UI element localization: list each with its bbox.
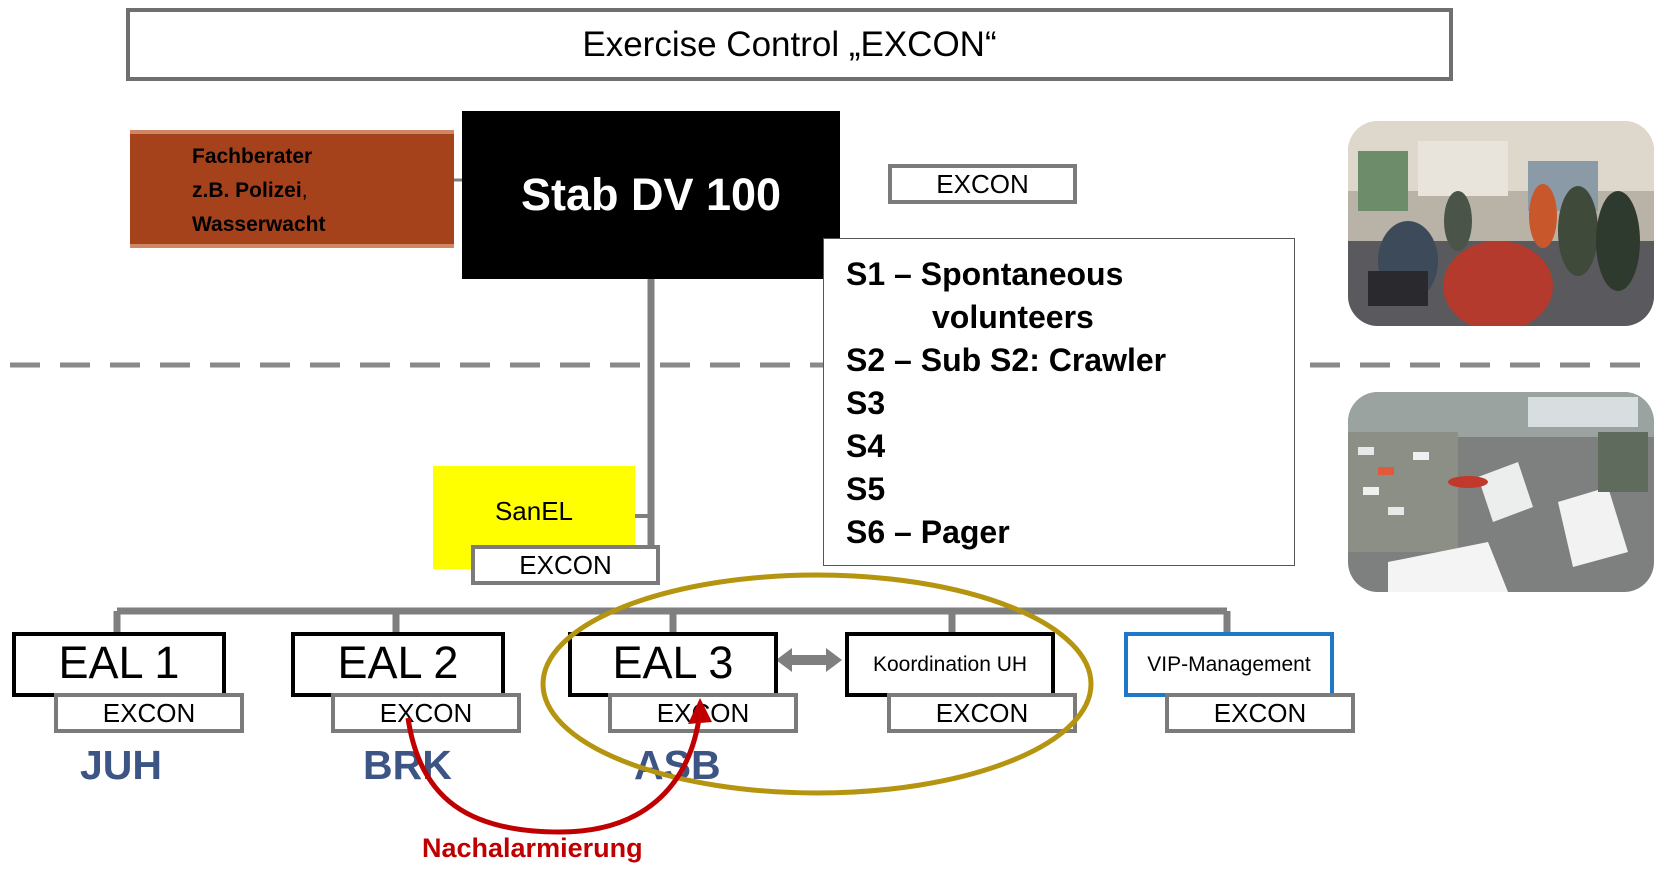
excon-label: EXCON (1213, 697, 1307, 728)
excon-label: EXCON (519, 549, 612, 580)
stab-label: Stab DV 100 (520, 169, 782, 220)
fachberater-line2-comma: , (301, 179, 308, 202)
excon-label: EXCON (379, 697, 473, 728)
eal2-box: EAL 2 (291, 632, 505, 697)
nachalarmierung-label: Nachalarmierung (422, 833, 643, 863)
koordination-uh-label: Koordination UH (872, 652, 1028, 676)
role-s1-cont: volunteers (932, 299, 1094, 335)
group-ellipse (540, 572, 1094, 796)
fachberater-line2: z.B. Polizei (192, 179, 302, 202)
eal2-label: EAL 2 (337, 637, 459, 688)
excon-box-eal1: EXCON (54, 693, 244, 733)
excon-label: EXCON (936, 168, 1029, 199)
sanel-label: SanEL (494, 496, 574, 526)
fachberater-line3: Wasserwacht (192, 213, 326, 236)
roles-box: S1 – Spontaneous volunteers S2 – Sub S2:… (823, 238, 1295, 566)
vip-management-label: VIP-Management (1147, 652, 1311, 676)
fachberater-line1: Fachberater (192, 145, 313, 168)
eal1-box: EAL 1 (12, 632, 226, 697)
vip-management-box: VIP-Management (1124, 632, 1334, 697)
stab-box: Stab DV 100 (462, 111, 840, 279)
excon-box-stab: EXCON (888, 164, 1077, 204)
org-juh: JUH (80, 742, 163, 788)
excon-box-vip: EXCON (1165, 693, 1355, 733)
double-arrow-icon (776, 648, 842, 672)
excon-label: EXCON (102, 697, 196, 728)
eal3-label: EAL 3 (612, 637, 734, 688)
excon-label: EXCON (935, 697, 1029, 728)
title-box: Exercise Control „EXCON“ (126, 8, 1453, 81)
role-s1: S1 – Spontaneous (846, 256, 1124, 292)
excon-box-koordination: EXCON (887, 693, 1077, 733)
excon-box-eal2: EXCON (331, 693, 521, 733)
role-s5: S5 (846, 471, 886, 507)
role-s2: S2 – Sub S2: Crawler (846, 342, 1167, 378)
excon-box-sanel: EXCON (471, 545, 660, 585)
fachberater-box: Fachberater z.B. Polizei, Wasserwacht (130, 130, 454, 248)
nachalarmierung-arrow (405, 711, 703, 835)
role-s4: S4 (846, 428, 886, 464)
role-s6: S6 – Pager (846, 514, 1010, 550)
tent-camp-photo (1348, 392, 1654, 592)
staff-room-photo (1348, 121, 1654, 326)
role-s3: S3 (846, 385, 886, 421)
org-brk: BRK (363, 742, 452, 788)
eal1-label: EAL 1 (58, 637, 180, 688)
title-text: Exercise Control „EXCON“ (582, 24, 997, 64)
arrow-head-icon (688, 698, 712, 724)
